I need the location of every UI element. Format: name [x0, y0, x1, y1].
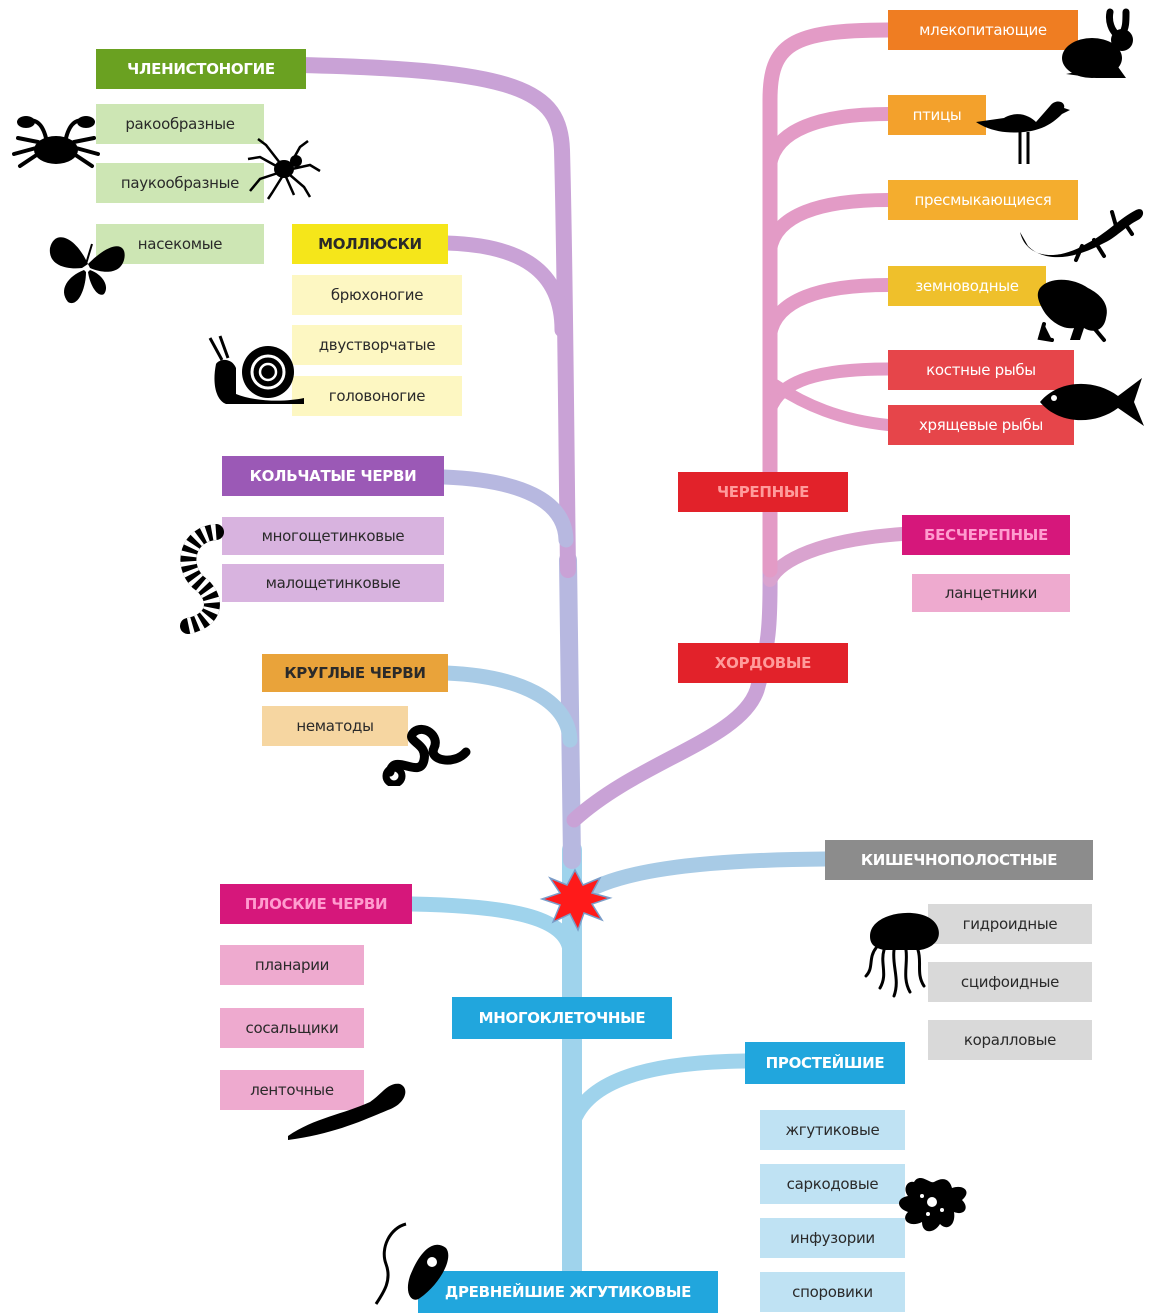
jellyfish-icon: [864, 912, 939, 998]
branch-roundworms: [438, 665, 578, 748]
branch-chordates: [566, 552, 778, 828]
rabbit-icon: [1062, 8, 1133, 78]
branch-birds: [763, 107, 895, 172]
gastropods-label: брюхоногие: [292, 275, 462, 315]
tapeworms-label: ленточные: [220, 1070, 364, 1110]
hydroids-label: гидроидные: [928, 904, 1092, 944]
flagellates-label: жгутиковые: [760, 1110, 905, 1150]
segmented-worm-icon: [180, 524, 224, 634]
planaria-label: планарии: [220, 945, 364, 985]
cephalopods-label: головоногие: [292, 376, 462, 416]
fish-icon: [1040, 378, 1144, 426]
amphibians-label: земноводные: [888, 266, 1046, 306]
frog-icon: [1037, 279, 1107, 342]
euglena-icon: [374, 1222, 449, 1305]
branch-protozoa: [566, 1053, 753, 1128]
bivalves-label: двустворчатые: [292, 325, 462, 365]
snail-icon: [208, 335, 304, 404]
branch-bony-fish: [763, 362, 895, 417]
branch-molluscs: [438, 235, 570, 338]
gull-icon: [976, 101, 1070, 164]
roundworms-label: КРУГЛЫЕ ЧЕРВИ: [262, 654, 448, 692]
protozoa-label: ПРОСТЕЙШИЕ: [745, 1042, 905, 1084]
arachnids-label: паукообразные: [96, 163, 264, 203]
cartilaginous-fish-label: хрящевые рыбы: [888, 405, 1074, 445]
flatworms-label: ПЛОСКИЕ ЧЕРВИ: [220, 884, 412, 924]
lizard-icon: [1020, 209, 1144, 262]
lancelets-label: ланцетники: [912, 574, 1070, 612]
branch-cartilaginous-fish: [769, 379, 894, 431]
reptiles-label: пресмыкающиеся: [888, 180, 1078, 220]
bony-fish-label: костные рыбы: [888, 350, 1074, 390]
scyphoids-label: сцифоидные: [928, 962, 1092, 1002]
mammals-label: млекопитающие: [888, 10, 1078, 50]
annelids-label: КОЛЬЧАТЫЕ ЧЕРВИ: [222, 456, 444, 496]
crab-icon: [12, 116, 100, 168]
ancient-flagellates-label: ДРЕВНЕЙШИЕ ЖГУТИКОВЫЕ: [418, 1271, 718, 1313]
butterfly-icon: [49, 237, 125, 304]
acraniates-label: БЕСЧЕРЕПНЫЕ: [902, 515, 1070, 555]
flukes-label: сосальщики: [220, 1008, 364, 1048]
sporozoans-label: споровики: [760, 1272, 905, 1312]
branch-annelids: [436, 469, 574, 548]
amoeba-icon: [899, 1177, 967, 1232]
ciliates-label: инфузории: [760, 1218, 905, 1258]
craniates-label: ЧЕРЕПНЫЕ: [678, 472, 848, 512]
trunk-upper: [292, 57, 576, 578]
molluscs-label: МОЛЛЮСКИ: [292, 224, 448, 264]
spider-icon: [247, 138, 321, 200]
birds-label: птицы: [888, 95, 986, 135]
branch-flatworms: [404, 896, 578, 958]
burst-icon: [539, 868, 613, 932]
oligochaetes-label: малощетинковые: [222, 564, 444, 602]
corals-label: коралловые: [928, 1020, 1092, 1060]
crustaceans-label: ракообразные: [96, 104, 264, 144]
cnidarians-label: КИШЕЧНОПОЛОСТНЫЕ: [825, 840, 1093, 880]
branch-acraniates: [763, 527, 909, 587]
branch-amphibians: [763, 278, 895, 342]
branch-cnidarians: [566, 851, 833, 908]
flatworm-icon: [288, 1083, 406, 1140]
multicellular-label: МНОГОКЛЕТОЧНЫЕ: [452, 997, 672, 1039]
arthropods-label: ЧЛЕНИСТОНОГИЕ: [96, 49, 306, 89]
polychaetes-label: многощетинковые: [222, 517, 444, 555]
nematodes-label: нематоды: [262, 706, 408, 746]
branch-reptiles: [763, 193, 895, 257]
branch-craniates: [762, 22, 896, 578]
chordates-label: ХОРДОВЫЕ: [678, 643, 848, 683]
sarcodines-label: саркодовые: [760, 1164, 905, 1204]
trunk-middle: [559, 551, 581, 869]
nematode-icon: [382, 724, 471, 786]
